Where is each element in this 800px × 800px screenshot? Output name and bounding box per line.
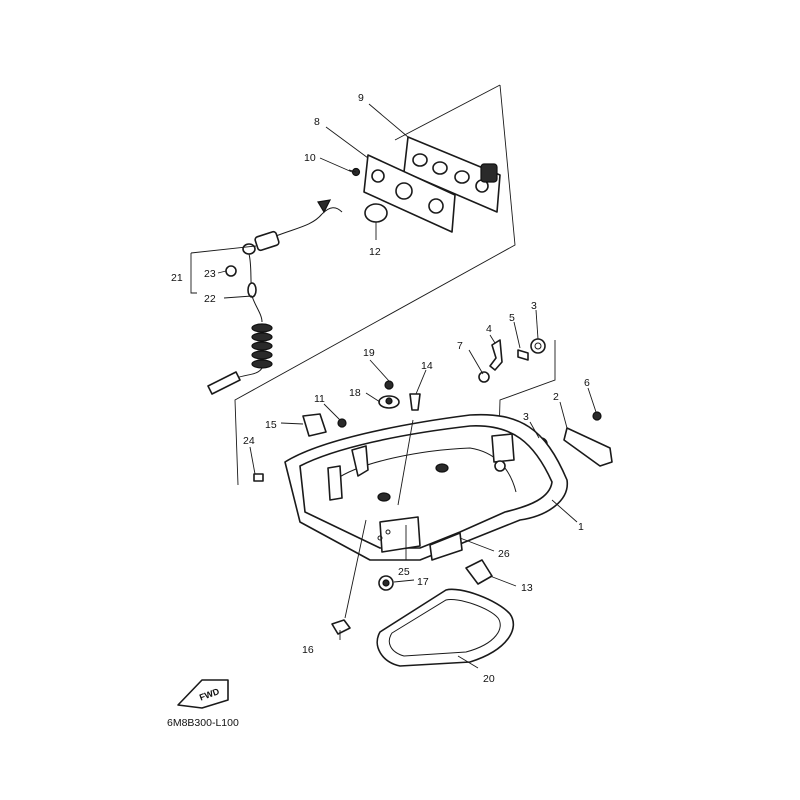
fwd-arrow-icon: FWD	[177, 679, 229, 709]
callout-12: 12	[369, 246, 381, 258]
bottom-cowling-1	[284, 413, 568, 561]
screw-10	[348, 167, 361, 177]
callout-18: 18	[349, 387, 361, 399]
document-code: 6M8B300-L100	[167, 717, 239, 729]
stop-switch-assembly	[207, 199, 343, 395]
callout-14: 14	[421, 360, 433, 372]
upper-group-frame	[234, 84, 516, 486]
callouts: 1 2 3 3 4 5 6 7 8 9 10 11 12 13 14 15 16…	[171, 92, 590, 685]
callout-24: 24	[243, 435, 255, 447]
callout-15: 15	[265, 419, 277, 431]
callout-16: 16	[302, 644, 314, 656]
callout-3-upper: 3	[531, 300, 537, 312]
lower-small-parts	[331, 559, 493, 635]
bracket-parts	[478, 338, 613, 467]
panel-plate-9	[403, 136, 501, 213]
callout-8: 8	[314, 116, 320, 128]
coiled-lanyard	[251, 323, 273, 369]
callout-4: 4	[486, 323, 492, 335]
callout-5: 5	[509, 312, 515, 324]
callout-10: 10	[304, 152, 316, 164]
plug-12	[364, 203, 388, 223]
callout-23: 23	[204, 268, 216, 280]
callout-13: 13	[521, 582, 533, 594]
callout-17: 17	[417, 576, 429, 588]
label-24	[253, 473, 264, 482]
callout-25: 25	[398, 566, 410, 578]
callout-2: 2	[553, 391, 559, 403]
callout-20: 20	[483, 673, 495, 685]
callout-21: 21	[171, 272, 183, 284]
callout-9: 9	[358, 92, 364, 104]
callout-22: 22	[204, 293, 216, 305]
callout-19: 19	[363, 347, 375, 359]
callout-26: 26	[498, 548, 510, 560]
callout-1: 1	[578, 521, 584, 533]
leader-lines	[190, 103, 597, 669]
callout-3-lower: 3	[523, 411, 529, 423]
callout-7: 7	[457, 340, 463, 352]
small-fittings	[302, 380, 421, 437]
seal-20	[376, 588, 515, 667]
callout-11: 11	[314, 393, 325, 405]
panel-plate-8	[363, 154, 456, 233]
callout-6: 6	[584, 377, 590, 389]
